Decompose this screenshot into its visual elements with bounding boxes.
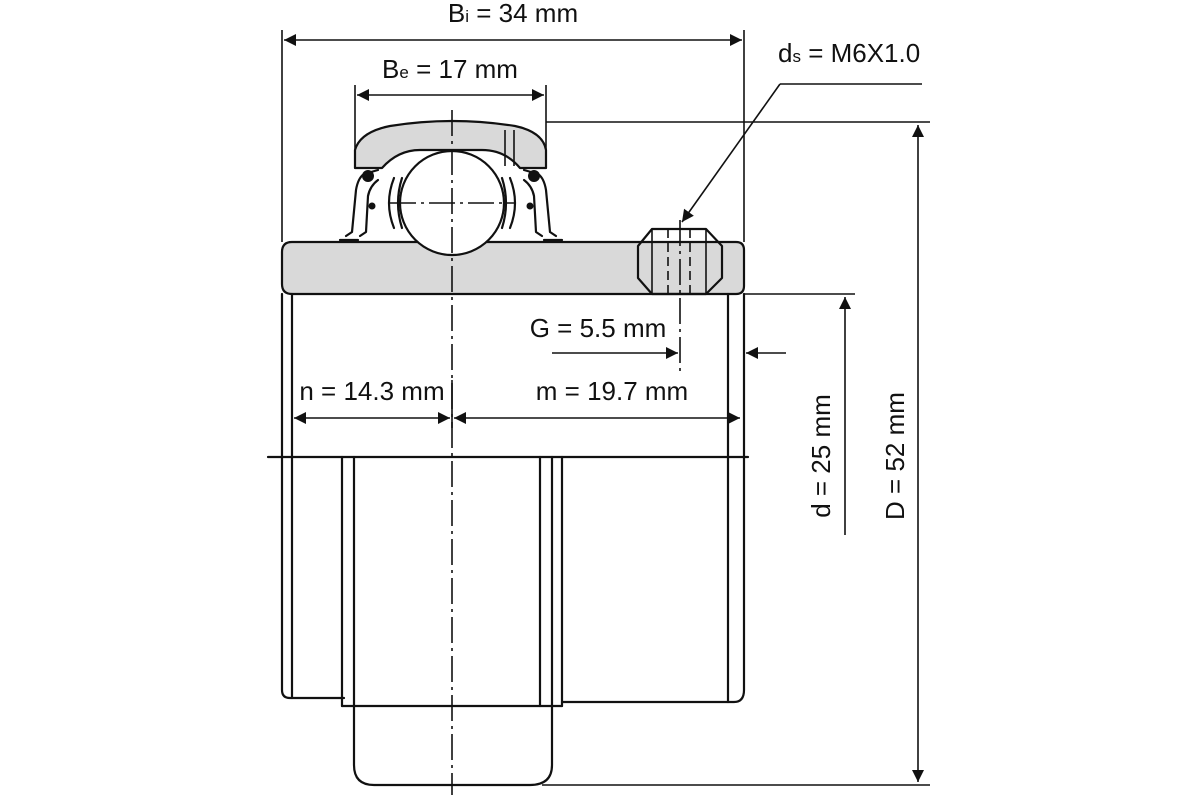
- label-D: D = 52 mm: [880, 392, 910, 520]
- label-ds: ds = M6X1.0: [778, 38, 920, 68]
- label-m: m = 19.7 mm: [536, 376, 688, 406]
- label-be: Be = 17 mm: [382, 54, 518, 84]
- dimension-be: Be = 17 mm: [357, 54, 544, 101]
- set-screw: [636, 227, 724, 296]
- cage: [387, 176, 517, 230]
- dimension-g: G = 5.5 mm: [530, 313, 786, 359]
- dimension-m: m = 19.7 mm: [454, 376, 740, 424]
- bearing-body-lower: [266, 292, 750, 787]
- dimension-bi: Bi = 34 mm: [284, 0, 742, 46]
- outer-ring: [353, 119, 548, 170]
- label-n: n = 14.3 mm: [299, 376, 444, 406]
- inner-ring: [280, 240, 746, 296]
- label-g: G = 5.5 mm: [530, 313, 667, 343]
- label-bi: Bi = 34 mm: [448, 0, 578, 28]
- seal-right: [522, 168, 564, 242]
- label-d: d = 25 mm: [806, 394, 836, 518]
- seal-left: [338, 168, 380, 242]
- dimension-ds: ds = M6X1.0: [681, 38, 922, 223]
- dimension-n: n = 14.3 mm: [294, 376, 450, 424]
- dimension-d: d = 25 mm: [806, 297, 851, 535]
- dimension-D: D = 52 mm: [880, 125, 924, 782]
